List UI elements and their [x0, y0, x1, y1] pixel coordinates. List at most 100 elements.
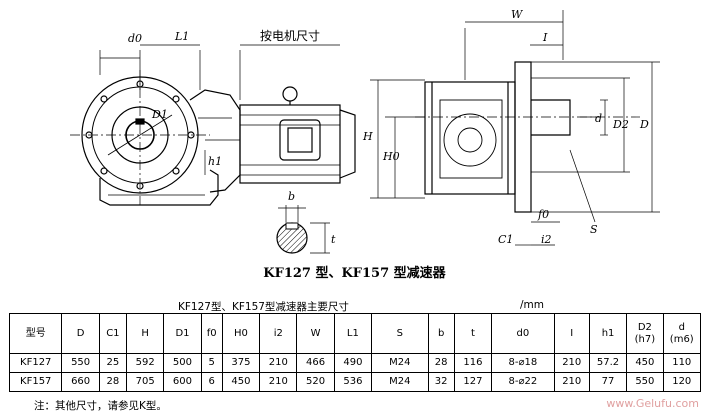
dim-t: t: [331, 233, 336, 246]
table-header-cell: h1: [588, 313, 628, 354]
table-cell: 450: [626, 353, 664, 373]
header-label: S: [396, 327, 403, 339]
dim-d0: d0: [128, 32, 142, 45]
header-label: D1: [175, 327, 190, 339]
dim-b: b: [288, 190, 295, 203]
header-label: i2: [273, 327, 283, 339]
table-header-cell: i2: [259, 313, 298, 354]
header-label: d: [678, 321, 685, 333]
dim-w: W: [511, 8, 524, 21]
table-cell: M24: [371, 372, 429, 392]
table-header-cell: H0: [221, 313, 261, 354]
dim-s: S: [590, 223, 598, 236]
side-view-dims: [370, 10, 660, 246]
header-label: I: [570, 327, 574, 339]
table-header-cell: f0: [200, 313, 223, 354]
table-header-cell: S: [371, 313, 429, 354]
motor-fins: [240, 114, 340, 176]
flange-bolt-holes: [85, 80, 195, 190]
table-cell: 536: [333, 372, 373, 392]
table-cell: 57.2: [588, 353, 628, 373]
table-cell: 660: [61, 372, 100, 392]
table-cell: 210: [553, 353, 590, 373]
header-label: W: [310, 327, 321, 339]
table-cell: 6: [200, 372, 223, 392]
table-title: KF127型、KF157型减速器主要尺寸: [178, 301, 349, 313]
dim-d-flange: D: [639, 118, 649, 131]
table-cell: 110: [662, 353, 702, 373]
header-label: D: [76, 327, 85, 339]
watermark: www.Gelufu.com: [606, 397, 699, 410]
gear-reducer-drawing: d0 L1 按电机尺寸 D1 h1: [70, 8, 660, 254]
dim-c1: C1: [498, 233, 513, 246]
shaft-section: [276, 205, 330, 254]
dim-f0: f0: [537, 208, 549, 221]
table-cell: 550: [61, 353, 100, 373]
header-label: f0: [206, 327, 217, 339]
dim-d1: D1: [151, 108, 168, 121]
table-header-cell: b: [427, 313, 455, 354]
table-cell: 116: [453, 353, 493, 373]
table-cell: 5: [200, 353, 223, 373]
table-header-cell: C1: [98, 313, 128, 354]
table-cell: 705: [125, 372, 165, 392]
table-header-cell: t: [453, 313, 493, 354]
table-cell: 8-⌀18: [491, 353, 555, 373]
table-header-cell: D2(h7): [626, 313, 664, 354]
header-sublabel: (h7): [634, 333, 656, 345]
table-cell: KF157: [8, 372, 63, 392]
table-cell: 77: [588, 372, 628, 392]
table-cell: M24: [371, 353, 429, 373]
dim-motor-size: 按电机尺寸: [260, 29, 320, 43]
table-header-cell: I: [553, 313, 590, 354]
dim-h: H: [362, 130, 373, 143]
table-cell: 32: [427, 372, 455, 392]
table-cell: 450: [221, 372, 261, 392]
table-header-cell: D: [61, 313, 100, 354]
table-cell: KF127: [8, 353, 63, 373]
header-label: 型号: [25, 327, 46, 339]
header-label: b: [437, 327, 445, 339]
dim-i2: i2: [541, 233, 552, 246]
front-view-dims: [99, 44, 340, 175]
dim-d2: D2: [612, 118, 629, 131]
header-label: h1: [601, 327, 615, 339]
header-label: D2: [637, 321, 652, 333]
table-cell: 550: [626, 372, 664, 392]
table-cell: 210: [259, 372, 298, 392]
table-cell: 592: [125, 353, 165, 373]
header-label: H: [141, 327, 149, 339]
table-cell: 25: [98, 353, 128, 373]
shaft-section-text: b t: [288, 190, 336, 246]
header-sublabel: (m6): [669, 333, 694, 345]
dim-d-shaft: d: [595, 112, 602, 125]
dim-l1: L1: [174, 30, 189, 43]
dim-h0: H0: [382, 150, 400, 163]
header-label: L1: [346, 327, 359, 339]
table-cell: 490: [333, 353, 373, 373]
table-cell: 520: [296, 372, 335, 392]
figure-caption: KF127 型、KF157 型减速器: [263, 266, 446, 281]
table-header-cell: d(m6): [662, 313, 702, 354]
table-unit: /mm: [520, 299, 544, 311]
header-label: t: [470, 327, 475, 339]
table-cell: 210: [259, 353, 298, 373]
footnote: 注：其他尺寸，请参见K型。: [34, 400, 167, 412]
front-view: [70, 70, 356, 206]
side-view: [415, 61, 640, 213]
dim-h1: h1: [208, 155, 222, 168]
header-label: d0: [516, 327, 530, 339]
table-cell: 375: [221, 353, 261, 373]
table-header-cell: L1: [333, 313, 373, 354]
table-header-cell: d0: [491, 313, 555, 354]
table-cell: 120: [662, 372, 702, 392]
table-header-cell: H: [125, 313, 165, 354]
header-label: C1: [106, 327, 120, 339]
table-cell: 500: [163, 353, 202, 373]
table-cell: 210: [553, 372, 590, 392]
header-label: H0: [234, 327, 248, 339]
